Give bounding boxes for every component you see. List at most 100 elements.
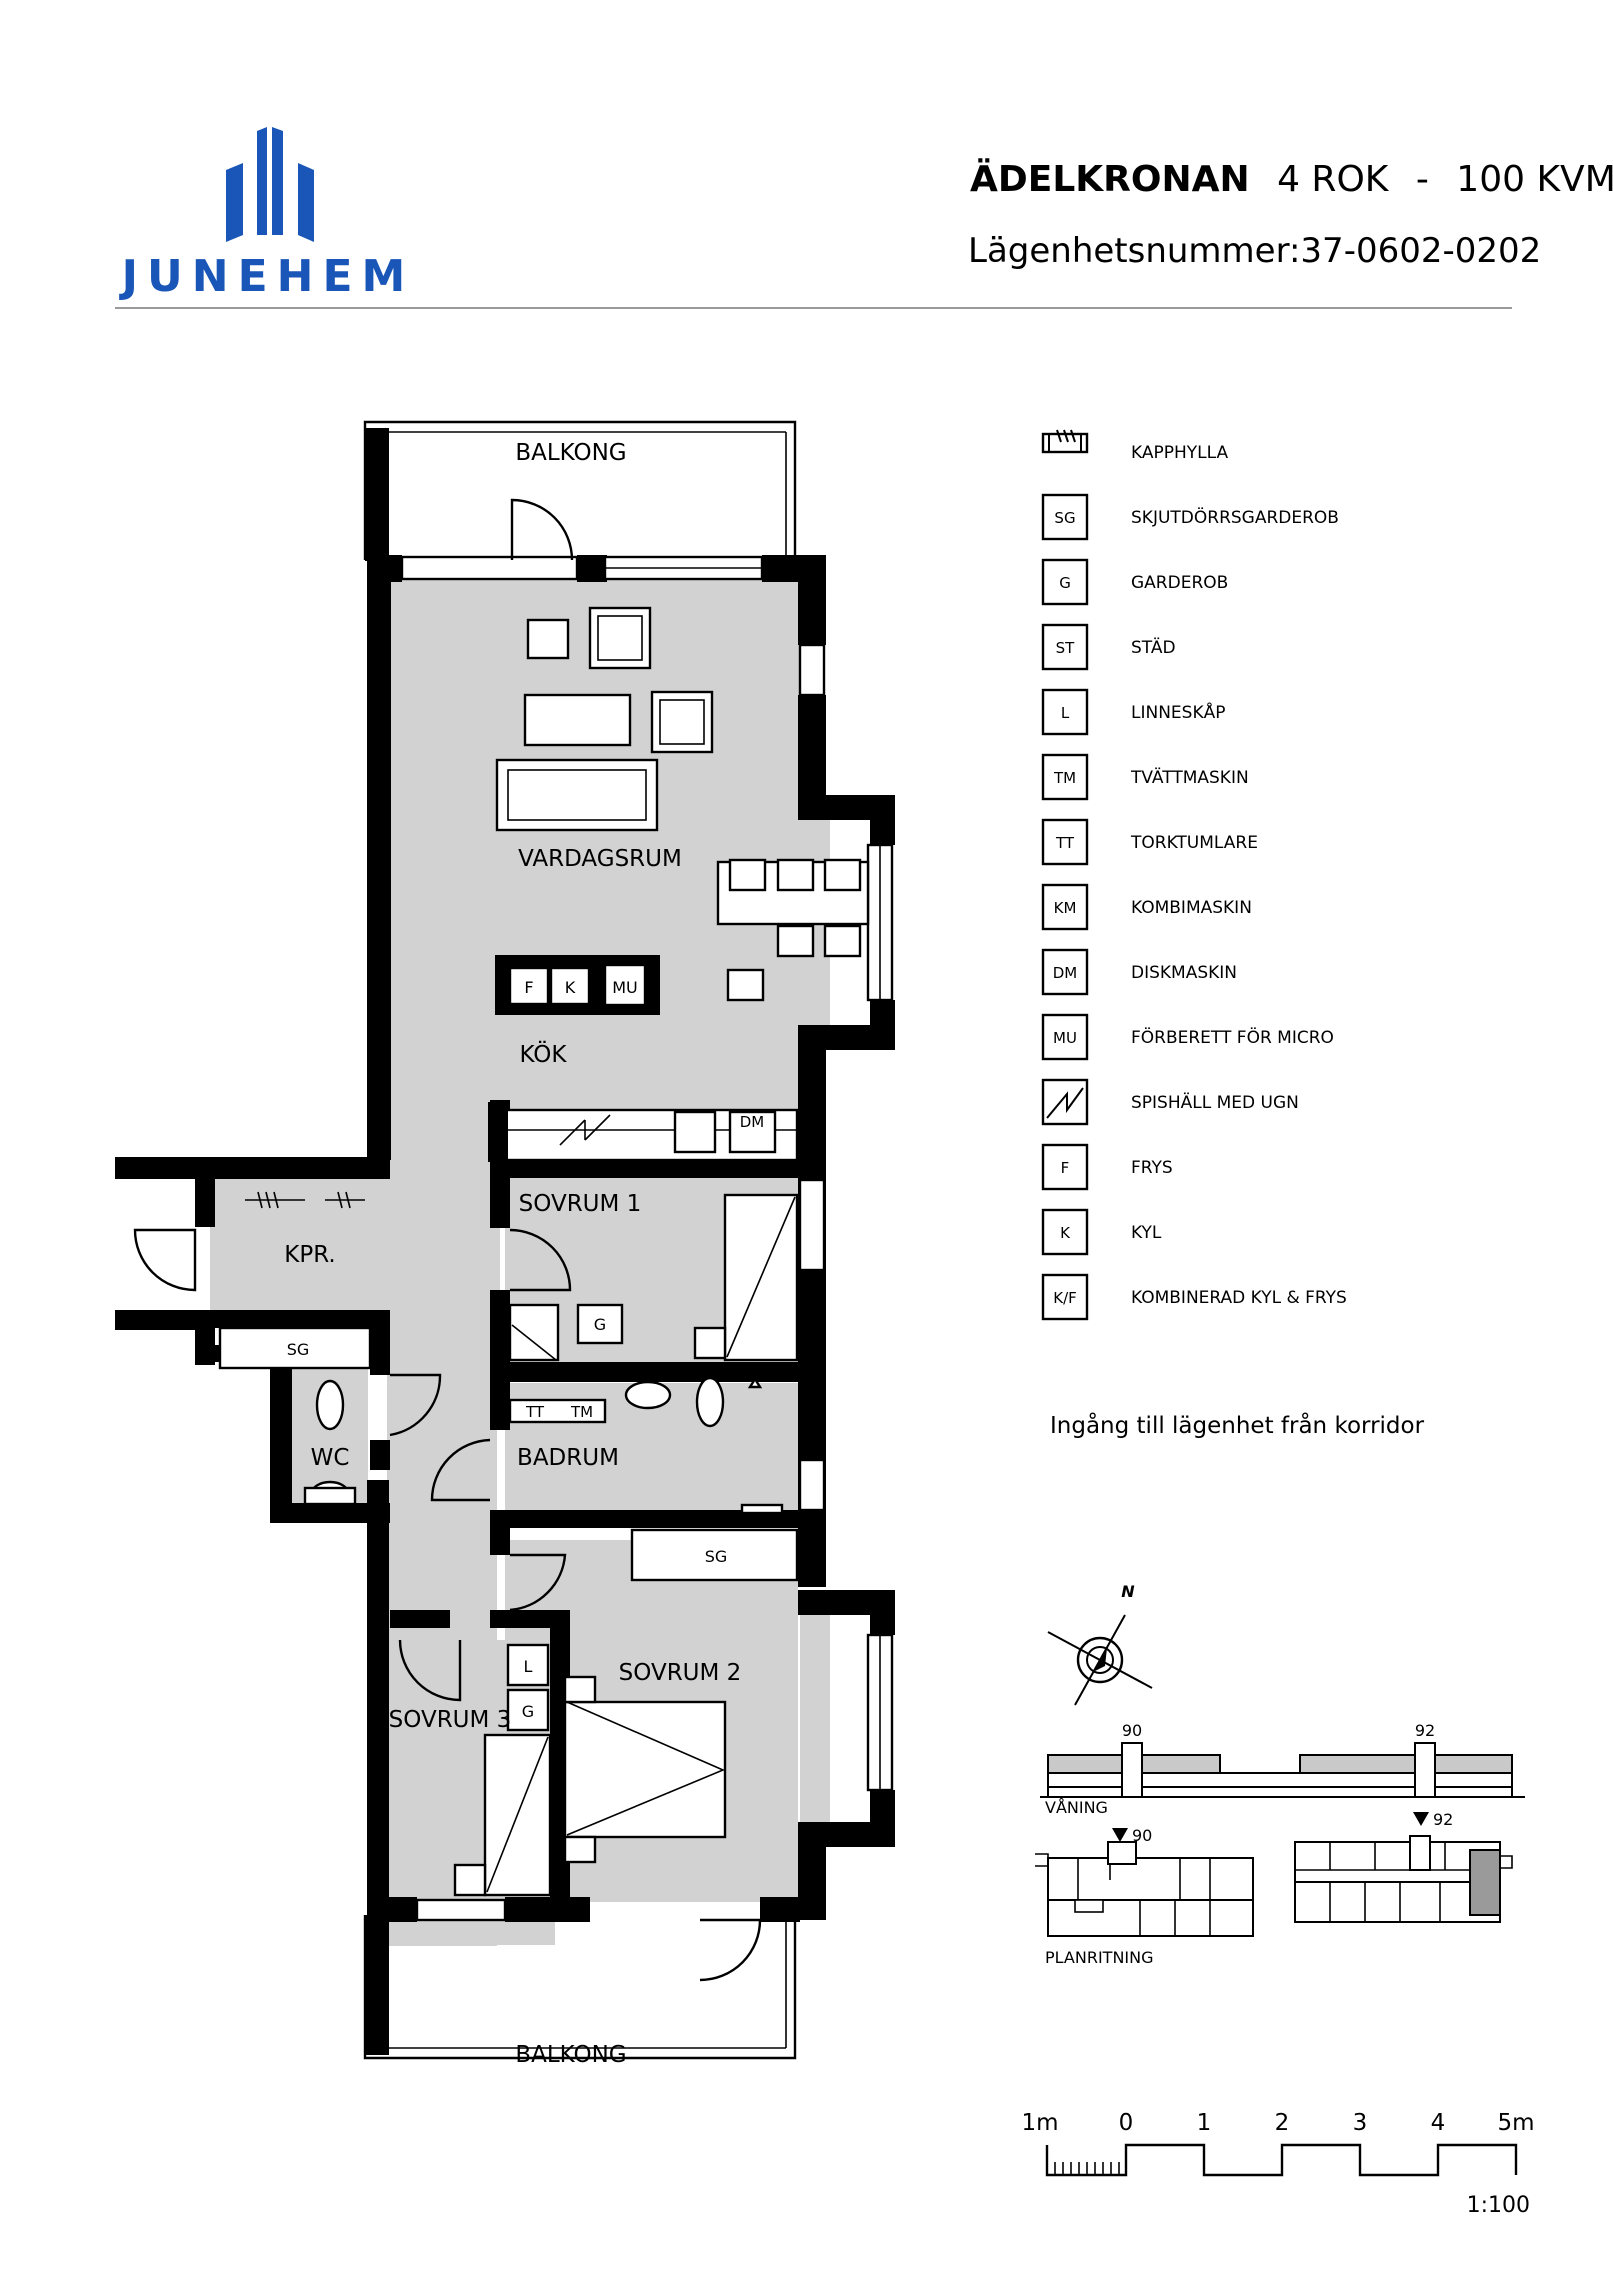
legend-label: TVÄTTMASKIN <box>1130 767 1249 788</box>
legend-code: K/F <box>1053 1289 1077 1307</box>
logo-building-icon <box>272 127 283 235</box>
legend-label: KYL <box>1131 1223 1162 1243</box>
north-arrow-icon: N <box>1047 1582 1153 1706</box>
coat-rack-icon <box>1048 429 1082 452</box>
scale-label: 5m <box>1497 2110 1534 2136</box>
key-plan: N 90 92 VÅNING 90 92 <box>1035 1582 1525 1967</box>
legend-code: K <box>1060 1224 1071 1242</box>
bedroom3-fittings: L G <box>453 1643 552 1897</box>
legend-label: STÄD <box>1131 637 1176 658</box>
legend-label: KAPPHYLLA <box>1131 443 1228 463</box>
legend-item: K/F KOMBINERAD KYL & FRYS <box>1041 1273 1347 1321</box>
project-title: ÄDELKRONAN 4 ROK - 100 KVM <box>970 158 1613 200</box>
linen-tag: L <box>524 1657 533 1676</box>
scale-label: 4 <box>1431 2110 1446 2136</box>
hall-fittings: SG <box>218 1191 372 1370</box>
legend-symbol-box <box>1041 558 1089 606</box>
bedroom1-wardrobe-tag: G <box>594 1315 606 1334</box>
stove-icon <box>1046 1087 1084 1119</box>
bedroom1-fittings: G <box>508 1193 799 1362</box>
bedroom2-fittings: SG <box>563 1528 799 1864</box>
legend-symbol-box <box>1041 688 1089 736</box>
legend: KAPPHYLLA SG SKJUTDÖRRSGARDEROB G GARDEROB ST… <box>1041 429 1347 1321</box>
legend-label: FÖRBERETT FÖR MICRO <box>1131 1026 1334 1048</box>
legend-symbol-box <box>1041 493 1089 541</box>
legend-symbol-box <box>1041 1208 1089 1256</box>
legend-item: SPISHÄLL MED UGN <box>1041 1078 1299 1126</box>
plan-view: 90 92 <box>1035 1810 1513 1967</box>
scale-label: 1 <box>1197 2110 1212 2136</box>
legend-symbol-box <box>1041 948 1089 996</box>
wc-fixtures <box>303 1379 357 1506</box>
logo-building-icon <box>257 127 267 235</box>
legend-item: DM DISKMASKIN <box>1041 948 1237 996</box>
living-furniture <box>495 606 870 1002</box>
legend-code: DM <box>1053 964 1078 982</box>
section-marker-left: 90 <box>1122 1721 1142 1740</box>
junehem-logo: JUNEHEM <box>119 127 415 302</box>
doors <box>133 498 762 1982</box>
legend-label: DISKMASKIN <box>1131 963 1237 983</box>
kitchen-island: F K MU <box>495 955 660 1015</box>
plan-view-label: PLANRITNING <box>1045 1948 1154 1967</box>
legend-symbol-box <box>1041 753 1089 801</box>
room-label-bedroom3: SOVRUM 3 <box>389 1707 512 1733</box>
legend-symbol-box <box>1041 1078 1089 1126</box>
room-labels: BALKONG VARDAGSRUM KÖK SOVRUM 1 KPR. WC … <box>284 440 741 2068</box>
legend-label: KOMBIMASKIN <box>1131 898 1252 918</box>
scale-ratio: 1:100 <box>1467 2193 1530 2218</box>
section-label: VÅNING <box>1045 1798 1108 1817</box>
room-label-bedroom1: SOVRUM 1 <box>519 1191 642 1217</box>
section-marker-right: 92 <box>1415 1721 1435 1740</box>
legend-item: KAPPHYLLA <box>1041 429 1228 463</box>
logo-wordmark: JUNEHEM <box>119 251 415 302</box>
plan-marker-left: 90 <box>1132 1826 1152 1845</box>
scale-label: 2 <box>1275 2110 1290 2136</box>
kitchen-counter: DM <box>488 1102 799 1162</box>
bedroom3-wardrobe-tag: G <box>522 1702 534 1721</box>
logo-building-icon <box>298 163 314 242</box>
scale-label: 1m <box>1021 2110 1058 2136</box>
legend-code: KM <box>1054 899 1077 917</box>
legend-label: KOMBINERAD KYL & FRYS <box>1131 1288 1347 1308</box>
legend-code: F <box>1061 1159 1070 1177</box>
legend-item: KM KOMBIMASKIN <box>1041 883 1252 931</box>
legend-item: G GARDEROB <box>1041 558 1228 606</box>
legend-symbol-box <box>1041 883 1089 931</box>
micro-tag: MU <box>612 978 638 997</box>
scale-millimeter-ticks <box>1054 2162 1120 2175</box>
bathroom-fixtures: TT TM <box>508 1376 784 1515</box>
washer-tag: TM <box>570 1403 593 1421</box>
entrance-note: Ingång till lägenhet från korridor <box>1050 1411 1425 1439</box>
room-label-bathroom: BADRUM <box>517 1445 619 1471</box>
logo-building-icon <box>226 163 243 242</box>
legend-code: TT <box>1055 834 1075 852</box>
floor-plan: F K MU DM SG <box>115 420 895 2068</box>
scale-label: 0 <box>1119 2110 1134 2136</box>
legend-symbol-box <box>1041 623 1089 671</box>
legend-label: GARDEROB <box>1131 573 1228 593</box>
legend-code: G <box>1059 574 1071 592</box>
dishwasher-tag: DM <box>740 1113 765 1131</box>
legend-label: TORKTUMLARE <box>1130 833 1258 853</box>
legend-label: SKJUTDÖRRSGARDEROB <box>1131 506 1339 528</box>
legend-label: LINNESKÅP <box>1131 701 1225 723</box>
north-label: N <box>1121 1582 1135 1601</box>
legend-label: SPISHÄLL MED UGN <box>1131 1092 1299 1113</box>
legend-code: SG <box>1054 509 1075 527</box>
room-label-living: VARDAGSRUM <box>518 846 682 872</box>
fridge-tag-f: F <box>524 978 533 997</box>
legend-item: SG SKJUTDÖRRSGARDEROB <box>1041 493 1339 541</box>
legend-symbol-box <box>1041 818 1089 866</box>
windows <box>400 555 894 1922</box>
fridge-tag-k: K <box>565 978 576 997</box>
legend-symbol-box <box>1041 1273 1089 1321</box>
room-label-bedroom2: SOVRUM 2 <box>619 1660 742 1686</box>
apartment-type: 4 ROK <box>1277 159 1390 200</box>
